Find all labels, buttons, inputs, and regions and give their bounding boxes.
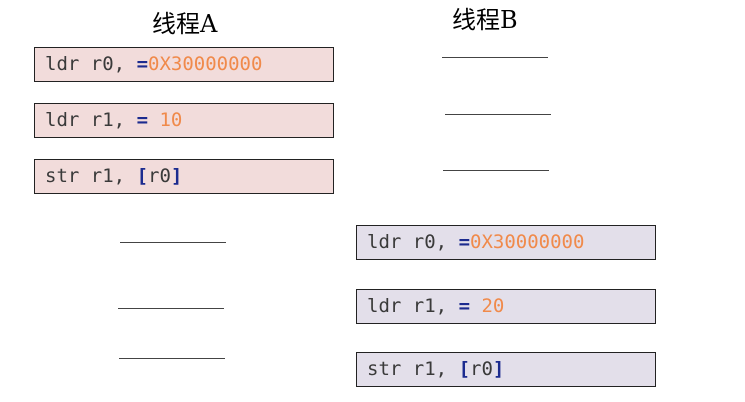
operator: = — [458, 231, 471, 253]
operator-close: ] — [170, 165, 183, 187]
mnemonic: ldr — [367, 295, 402, 317]
thread-b-title: 线程B — [452, 6, 518, 34]
separator: , — [113, 165, 126, 187]
mnemonic: str — [367, 358, 402, 380]
register: r1 — [90, 165, 114, 187]
operand: 0X30000000 — [148, 53, 263, 75]
thread-b-idle-slot-2 — [445, 114, 551, 115]
thread-a-idle-slot-3 — [119, 358, 225, 359]
operator: = — [136, 109, 149, 131]
operand: 0X30000000 — [470, 231, 585, 253]
separator: , — [113, 53, 126, 75]
register: r1 — [412, 295, 436, 317]
register: r0 — [412, 231, 436, 253]
thread-b-idle-slot-1 — [442, 57, 548, 58]
separator: , — [435, 295, 448, 317]
operand: r0 — [470, 358, 493, 380]
register: r1 — [90, 109, 114, 131]
register: r0 — [90, 53, 114, 75]
operator-close: ] — [492, 358, 505, 380]
separator: , — [435, 358, 448, 380]
thread-a-instruction-2: ldr r1, = 10 — [34, 103, 334, 138]
operator: = — [458, 295, 471, 317]
mnemonic: ldr — [367, 231, 402, 253]
operand: 10 — [159, 109, 183, 131]
thread-b-instruction-3: str r1, [r0] — [356, 352, 656, 387]
mnemonic: ldr — [45, 53, 80, 75]
separator: , — [113, 109, 126, 131]
mnemonic: str — [45, 165, 80, 187]
operand: r0 — [148, 165, 171, 187]
thread-a-instruction-3: str r1, [r0] — [34, 159, 334, 194]
operator: [ — [136, 165, 149, 187]
thread-b-instruction-2: ldr r1, = 20 — [356, 289, 656, 324]
thread-b-instruction-1: ldr r0, =0X30000000 — [356, 225, 656, 260]
thread-a-idle-slot-2 — [118, 308, 224, 309]
mnemonic: ldr — [45, 109, 80, 131]
register: r1 — [412, 358, 436, 380]
thread-b-idle-slot-3 — [443, 170, 549, 171]
operator: [ — [458, 358, 471, 380]
separator: , — [435, 231, 448, 253]
thread-a-idle-slot-1 — [120, 242, 226, 243]
operand: 20 — [481, 295, 505, 317]
thread-a-instruction-1: ldr r0, =0X30000000 — [34, 47, 334, 82]
operator: = — [136, 53, 149, 75]
thread-a-title: 线程A — [152, 10, 218, 38]
